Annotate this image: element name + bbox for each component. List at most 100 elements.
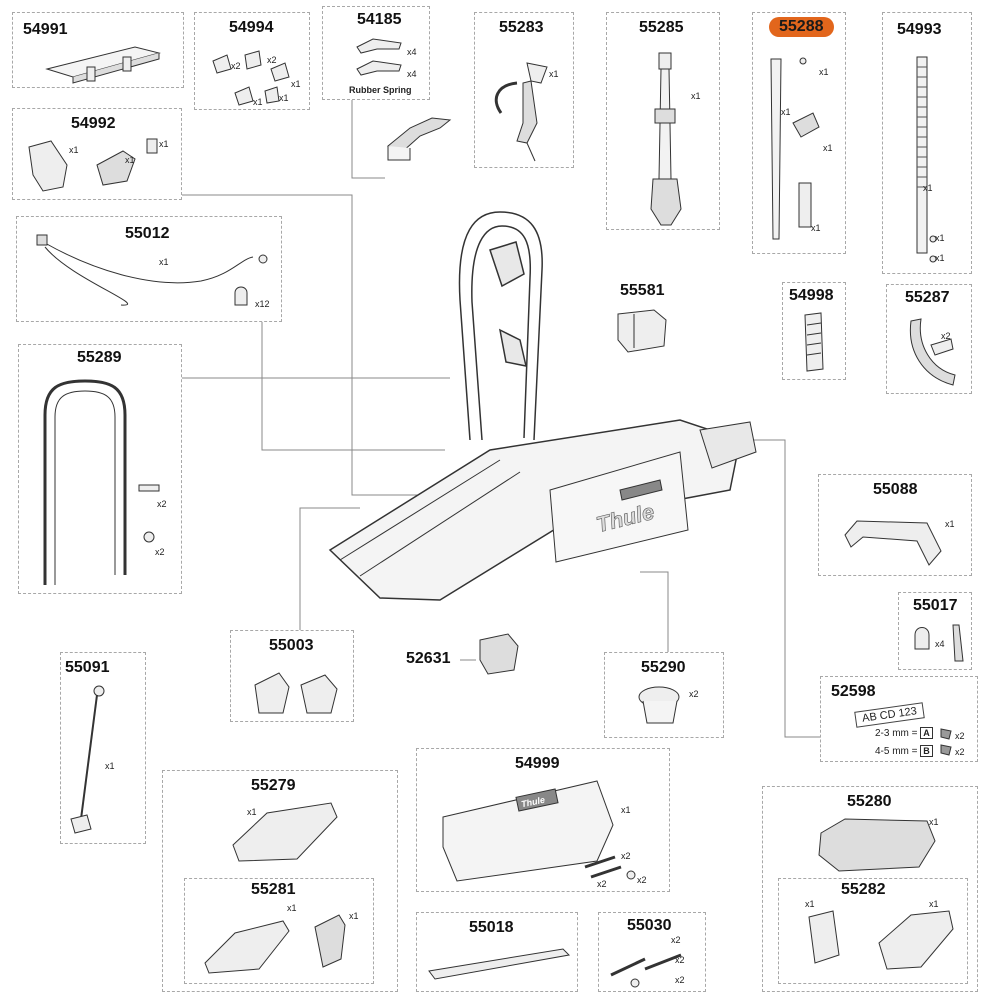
qty-label: x4 bbox=[407, 69, 417, 79]
part-number: 54992 bbox=[71, 115, 116, 132]
part-55285-box: 55285 x1 bbox=[606, 12, 720, 230]
license-plate-holder-icon bbox=[437, 777, 617, 887]
qty-label: x12 bbox=[255, 299, 270, 309]
frame-holder-arm-icon bbox=[641, 49, 691, 229]
wheel-holder-icon bbox=[487, 53, 557, 163]
part-54993-box: 54993 x1 x1 x1 bbox=[882, 12, 972, 274]
screws-icon bbox=[581, 849, 641, 885]
qty-label: x2 bbox=[955, 731, 965, 741]
leader-54992 bbox=[182, 194, 430, 496]
part-55283-box: 55283 x1 bbox=[474, 12, 574, 168]
leader-55003 bbox=[299, 507, 360, 630]
cable-socket-icon bbox=[474, 630, 524, 680]
strap-sleeve-icon bbox=[614, 306, 674, 356]
qty-label: x1 bbox=[159, 257, 169, 267]
qty-label: x2 bbox=[955, 747, 965, 757]
light-lens-icon bbox=[199, 907, 369, 979]
wheel-strap-icon bbox=[901, 315, 961, 391]
qty-label: x1 bbox=[823, 143, 833, 153]
part-55012-box: 55012 x1 x12 bbox=[16, 216, 282, 322]
qty-label: x1 bbox=[159, 139, 169, 149]
part-55088-box: 55088 x1 bbox=[818, 474, 972, 576]
qty-label: x2 bbox=[671, 935, 681, 945]
end-caps-icon bbox=[205, 43, 301, 109]
qty-label: x1 bbox=[69, 145, 79, 155]
part-number: 55285 bbox=[639, 19, 684, 36]
qty-label: x2 bbox=[597, 879, 607, 889]
leader-55290 bbox=[640, 571, 669, 652]
bolt-set-icon bbox=[605, 939, 685, 989]
part-number: 54999 bbox=[515, 755, 560, 772]
row-label: 2-3 mm = bbox=[875, 728, 918, 739]
qty-label: x4 bbox=[935, 639, 945, 649]
qty-label: x2 bbox=[689, 689, 699, 699]
part-number: 54993 bbox=[897, 21, 942, 38]
part-number: 55282 bbox=[841, 881, 886, 898]
key-b: B bbox=[920, 745, 933, 757]
part-number: 55012 bbox=[125, 225, 170, 242]
part-number: 55017 bbox=[913, 597, 958, 614]
part-55288-box: 55288 x1 x1 x1 x1 bbox=[752, 12, 846, 254]
part-54992-box: 54992 x1 x1 x1 bbox=[12, 108, 182, 200]
qty-label: x1 bbox=[935, 253, 945, 263]
part-number: 55281 bbox=[251, 881, 296, 898]
part-54999-box: 54999 Thule x1 x2 x2 x2 bbox=[416, 748, 670, 892]
qty-label: x1 bbox=[923, 183, 933, 193]
part-number: 55279 bbox=[251, 777, 296, 794]
qty-label: x1 bbox=[811, 223, 821, 233]
qty-label: x1 bbox=[105, 761, 115, 771]
qty-label: x1 bbox=[291, 79, 301, 89]
part-55091-box: 55091 x1 bbox=[60, 652, 146, 844]
part-55287-box: 55287 x2 bbox=[886, 284, 972, 394]
rail-icon bbox=[425, 943, 573, 983]
qty-label: x1 bbox=[253, 97, 263, 107]
qty-label: x2 bbox=[675, 955, 685, 965]
part-55030-box: 55030 x2 x2 x2 bbox=[598, 912, 706, 992]
qty-label: x2 bbox=[157, 499, 167, 509]
qty-label: x2 bbox=[621, 851, 631, 861]
spacer-icon bbox=[939, 727, 953, 757]
cap-icon bbox=[635, 683, 685, 733]
part-55581-part: 55581 bbox=[600, 280, 700, 360]
part-number-highlighted: 55288 bbox=[769, 17, 834, 37]
key-a: A bbox=[920, 727, 933, 739]
part-number: 55283 bbox=[499, 19, 544, 36]
qty-label: x1 bbox=[621, 805, 631, 815]
part-number: 54994 bbox=[229, 19, 274, 36]
part-number: 55280 bbox=[847, 793, 892, 810]
part-52631-part: 52631 bbox=[404, 630, 534, 690]
part-number: 55030 bbox=[627, 917, 672, 934]
part-number: 55581 bbox=[620, 282, 665, 299]
part-number: 55289 bbox=[77, 349, 122, 366]
bolt-nut-icon bbox=[135, 481, 165, 551]
buckle-set-icon bbox=[23, 135, 173, 197]
part-number: 52631 bbox=[406, 650, 451, 667]
part-number: 54991 bbox=[23, 21, 68, 38]
part-55018-box: 55018 bbox=[416, 912, 578, 992]
plate-sample: AB CD 123 bbox=[854, 702, 925, 728]
part-54998-box: 54998 bbox=[782, 282, 846, 380]
bike-carrier-illustration: Thule bbox=[320, 190, 760, 610]
light-part-pair-icon bbox=[795, 903, 959, 981]
part-55289-box: 55289 x2 x2 bbox=[18, 344, 182, 594]
rod-icon bbox=[67, 679, 117, 841]
qty-label: x1 bbox=[781, 107, 791, 117]
latch-pair-icon bbox=[245, 665, 345, 719]
part-54991-box: 54991 bbox=[12, 12, 184, 88]
tail-light-cover-icon bbox=[227, 799, 347, 865]
qty-label: x1 bbox=[935, 233, 945, 243]
rubber-spring-icon bbox=[353, 35, 409, 79]
qty-label: x1 bbox=[279, 93, 289, 103]
qty-label: x1 bbox=[349, 911, 359, 921]
qty-label: x1 bbox=[929, 817, 939, 827]
qty-label: x1 bbox=[549, 69, 559, 79]
part-number: 55290 bbox=[641, 659, 686, 676]
handle-icon bbox=[837, 501, 947, 571]
qty-label: x1 bbox=[929, 899, 939, 909]
tail-light-unit-icon bbox=[815, 815, 939, 875]
ratchet-strap-icon bbox=[903, 53, 943, 273]
part-54994-box: 54994 x2 x2 x1 x1 x1 bbox=[194, 12, 310, 110]
row-2-3mm: 2-3 mm = A bbox=[875, 727, 933, 739]
strap-kit-icon bbox=[761, 53, 831, 249]
qty-label: x1 bbox=[819, 67, 829, 77]
